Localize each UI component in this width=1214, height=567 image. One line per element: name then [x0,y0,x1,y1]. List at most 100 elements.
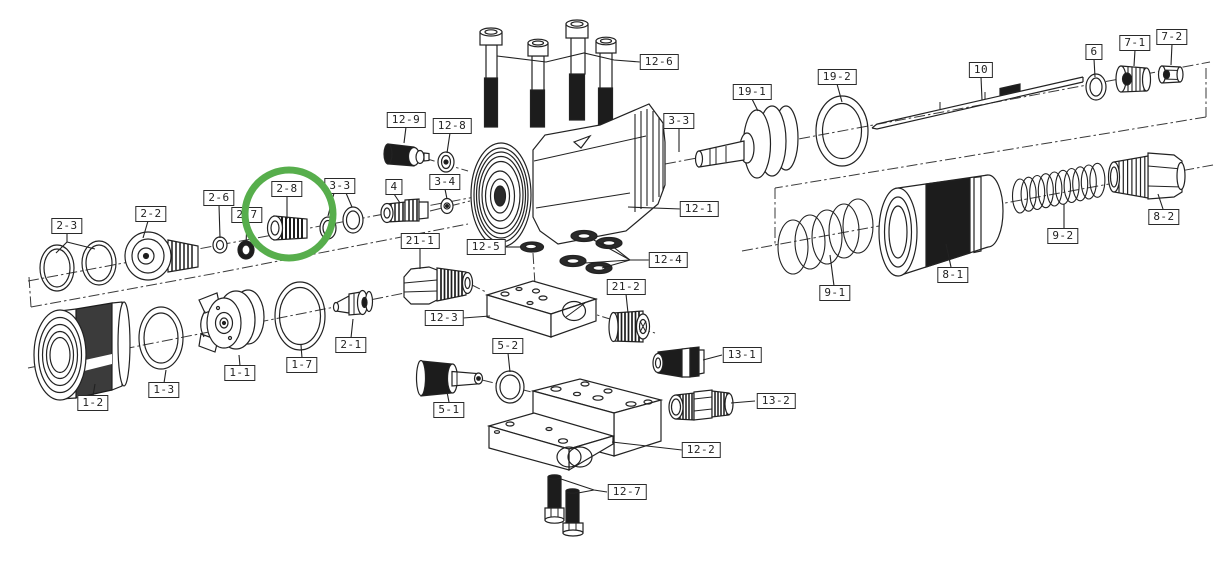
part-label-12-6: 12-6 [639,54,679,70]
part-label-12-8: 12-8 [432,118,472,134]
part-label-2-1: 2-1 [335,337,367,353]
part-8-1 [878,174,1004,277]
leader-line-7-1 [1133,49,1136,67]
leader-line-8-2 [1157,193,1164,210]
leader-line-2-6 [218,204,221,239]
leader-line-21-2 [625,293,629,314]
leader-line-7-2 [1170,43,1173,66]
part-1-7 [274,281,326,351]
part-1-2 [33,301,131,401]
part-label-9-1: 9-1 [819,285,851,301]
leader-line-12-4 [601,259,631,269]
part-label-4: 4 [385,179,403,195]
part-label-21-1: 21-1 [400,233,440,249]
leader-line-13-2 [730,400,756,404]
leader-lines [55,43,1173,494]
part-label-6: 6 [1085,44,1103,60]
leader-line-12-6 [496,52,641,63]
part-8-2 [1107,152,1186,200]
part-label-2-6: 2-6 [203,190,235,206]
part-label-2-2: 2-2 [135,206,167,222]
part-19-1 [694,105,799,179]
part-2-2 [124,231,199,281]
leader-line-12-3 [462,315,491,319]
part-label-12-1: 12-1 [679,201,719,217]
part-10-needle [871,76,1084,130]
part-12-9 [383,143,430,167]
part-13-1 [652,346,705,378]
leader-line-8-1 [945,243,952,268]
part-label-2-8: 2-8 [271,181,303,197]
leader-line-12-8 [446,132,451,154]
part-label-12-7: 12-7 [607,484,647,500]
leader-line-4 [393,193,401,204]
leader-line-2-3 [66,241,96,250]
part-2-1 [332,289,374,316]
part-label-12-3: 12-3 [424,310,464,326]
part-12-3-block [484,280,599,338]
part-label-12-4: 12-4 [648,252,688,268]
part-12-4-washers [559,229,623,275]
part-label-8-1: 8-1 [937,267,969,283]
leader-line-12-4 [584,259,631,264]
part-label-19-2: 19-2 [817,69,857,85]
part-label-2-7: 2-7 [231,207,263,223]
leader-line-5-1 [446,391,450,403]
part-label-5-2: 5-2 [492,338,524,354]
part-13-2 [668,389,734,421]
part-5-2 [495,370,525,404]
part-12-2-block [486,378,664,472]
leader-line-12-4 [611,245,631,261]
part-label-8-2: 8-2 [1148,209,1180,225]
part-label-3-3: 3-3 [663,113,695,129]
leader-line-12-9 [403,126,407,144]
part-12-6-bolts [479,19,617,128]
part-7-1 [1115,65,1152,93]
part-label-1-2: 1-2 [77,395,109,411]
leader-line-2-2 [142,220,149,239]
part-19-2 [815,95,869,167]
part-12-1-body [470,103,666,248]
part-12-5 [519,241,545,253]
leader-line-6 [1093,58,1096,78]
leader-line-19-1 [751,98,759,112]
part-label-2-3: 2-3 [51,218,83,234]
leader-line-1-3 [163,369,167,384]
part-4 [380,198,429,224]
part-5-1 [415,359,484,397]
part-2-6 [212,236,228,254]
leader-line-13-1 [702,354,723,361]
part-label-3-3: 3-3 [324,178,356,194]
part-21-1 [403,266,474,305]
part-12-7-bolts [544,474,584,537]
leader-line-1-2 [92,383,96,397]
leader-line-12-1 [627,206,682,210]
part-1-1-aircap [198,289,265,353]
leader-line-1-7 [300,344,303,359]
part-label-5-1: 5-1 [433,402,465,418]
parts-drawing [33,19,1186,537]
leader-line-5-2 [507,352,511,373]
part-label-7-1: 7-1 [1119,35,1151,51]
part-7-2 [1157,65,1184,84]
leader-line-9-1 [829,254,835,287]
part-6-washer [1085,73,1107,101]
part-label-10: 10 [968,62,994,78]
leader-line-12-7 [577,489,595,494]
leader-line-3-3 [345,192,353,208]
part-label-12-2: 12-2 [681,442,721,458]
leader-line-19-2 [836,83,843,103]
leader-line-1-1 [238,354,241,367]
part-label-12-9: 12-9 [386,112,426,128]
part-label-7-2: 7-2 [1156,29,1188,45]
leader-line-2-1 [350,318,354,339]
part-label-1-3: 1-3 [148,382,180,398]
leader-line-3-4 [444,188,448,200]
part-label-13-1: 13-1 [722,347,762,363]
part-label-19-1: 19-1 [732,84,772,100]
part-12-8 [437,151,455,173]
part-9-2-spring [1011,162,1106,214]
